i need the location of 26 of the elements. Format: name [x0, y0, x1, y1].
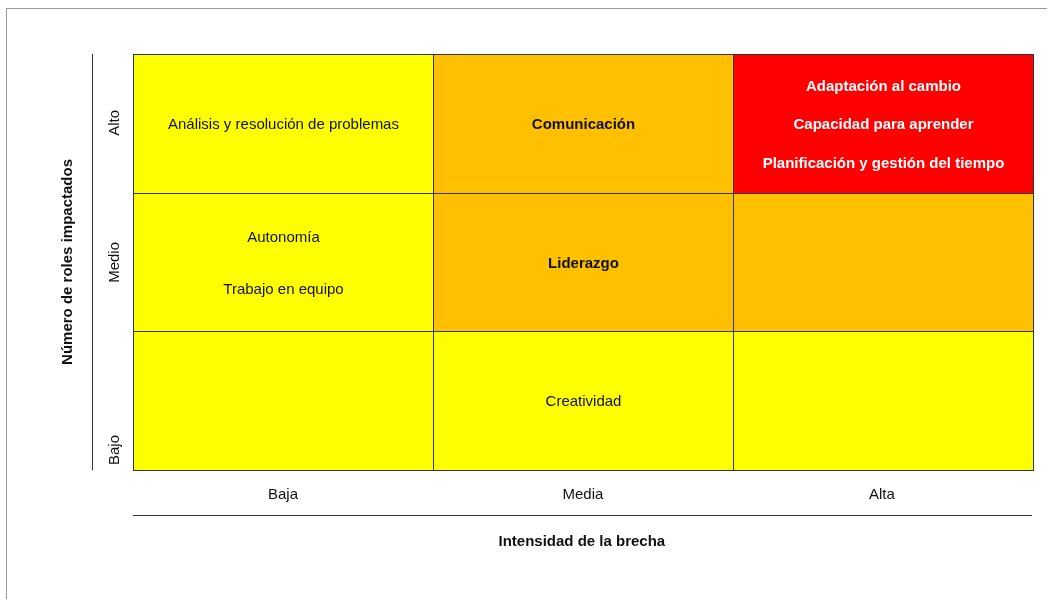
- matrix-cell: [733, 331, 1034, 471]
- cell-text: Capacidad para aprender: [793, 115, 974, 133]
- matrix-cell: [733, 54, 1034, 194]
- axis-tick-label: Bajo: [104, 435, 122, 466]
- cell-text: Trabajo en equipo: [223, 279, 344, 297]
- cell-text: Creatividad: [545, 392, 622, 410]
- matrix-cell: [133, 192, 434, 332]
- cell-text: Planificación y gestión del tiempo: [762, 153, 1005, 171]
- matrix-cell: [433, 331, 734, 471]
- axis-title: Número de roles impactados: [57, 159, 75, 365]
- matrix-cell: [433, 54, 734, 194]
- matrix-cell: [133, 54, 434, 194]
- axis-tick-label: Baja: [268, 484, 299, 502]
- axis-title: Intensidad de la brecha: [498, 531, 666, 549]
- cell-text: Autonomía: [247, 228, 320, 245]
- axis-tick-label: Medio: [104, 241, 122, 283]
- matrix-cell: [133, 331, 434, 471]
- matrix-cell: [433, 192, 734, 332]
- axis-tick-label: Alta: [869, 484, 895, 502]
- cell-text: Adaptación al cambio: [805, 76, 961, 94]
- axis-tick-label: Media: [562, 484, 604, 502]
- cell-text: Análisis y resolución de problemas: [168, 115, 399, 133]
- cell-text: Liderazgo: [548, 253, 619, 271]
- matrix-cell: [733, 192, 1034, 332]
- axis-tick-label: Alto: [104, 110, 122, 136]
- cell-text: Comunicación: [531, 115, 636, 133]
